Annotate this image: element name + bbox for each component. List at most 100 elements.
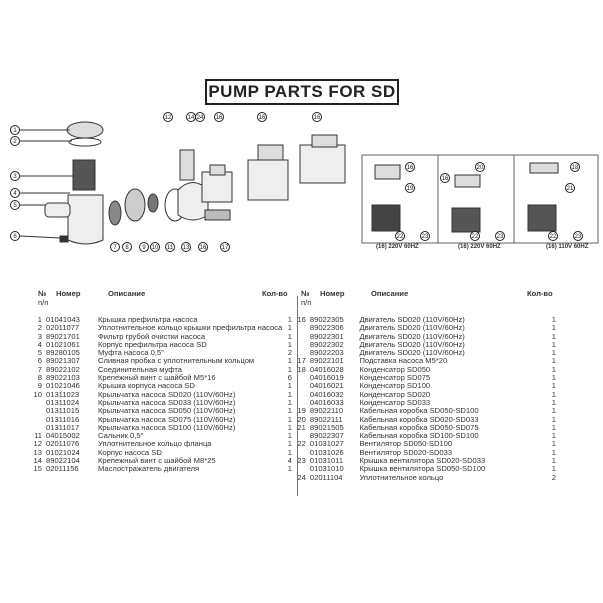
row-number: 18	[297, 364, 306, 374]
part-quantity: 1	[287, 364, 292, 374]
svg-text:12: 12	[165, 115, 172, 121]
part-quantity: 1	[287, 323, 292, 333]
part-quantity: 1	[287, 389, 292, 399]
row-number: 22	[297, 439, 306, 449]
callout-label: 14	[186, 112, 196, 122]
part-description: Крышка префильтра насоса	[98, 315, 198, 324]
part-quantity: 1	[287, 422, 292, 432]
part-quantity: 4	[287, 456, 292, 466]
part-description: Конденсатор SD020	[359, 389, 431, 399]
row-number: 1	[37, 315, 42, 324]
part-quantity: 1	[551, 406, 556, 416]
svg-text:22: 22	[550, 234, 557, 240]
part-number: 04016033	[309, 397, 344, 407]
part-description: Вентилятор SD050-SD100	[359, 439, 453, 449]
part-number: 04016028	[309, 364, 344, 374]
part-quantity: 1	[287, 431, 292, 441]
row-number: 14	[33, 456, 42, 466]
callout-label: 16	[257, 112, 267, 122]
part-description: Крыльчатка насоса SD100 (110V/60Hz)	[98, 422, 236, 432]
part-description: Кабельная коробка SD050-SD075	[359, 422, 479, 432]
callout-label: 16	[405, 162, 415, 172]
callout-label: 24	[195, 112, 205, 122]
callout-label: 16	[312, 112, 322, 122]
part-description: Уплотнительное кольцо фланца	[98, 439, 212, 449]
part-quantity: 6	[287, 373, 292, 383]
part-quantity: 1	[551, 456, 556, 466]
divider	[297, 296, 298, 496]
part-description: Фильтр грубой очистки насоса	[98, 331, 206, 341]
callout-label: 4	[10, 188, 20, 198]
part-number: 01311017	[46, 422, 80, 432]
row-number	[28, 416, 46, 424]
svg-text:7: 7	[113, 245, 117, 251]
part-quantity: 1	[287, 414, 292, 424]
part-description: Кабельная коробка SD100-SD100	[359, 431, 479, 441]
callout-label: 3	[10, 171, 20, 181]
header-code: Номер	[56, 289, 81, 298]
row-number: 7	[37, 364, 42, 374]
svg-text:4: 4	[13, 191, 17, 197]
part-quantity: 1	[551, 381, 556, 391]
part-description: Вентилятор SD020-SD033	[359, 447, 453, 457]
svg-text:8: 8	[125, 245, 129, 251]
callout-label: 1	[10, 125, 20, 135]
part-quantity: 2	[551, 472, 556, 482]
svg-text:3: 3	[13, 174, 17, 180]
callout-label: 22	[470, 231, 480, 241]
part-description: Крыльчатка насоса SD033 (110V/60Hz)	[98, 397, 236, 407]
table-row: 01311017 Крыльчатка насоса SD100 (110V/60…	[28, 422, 292, 432]
part-description: Соединительная муфта	[98, 364, 182, 374]
row-number: 5	[37, 348, 42, 358]
callout-label: 23	[495, 231, 505, 241]
part-quantity: 1	[551, 323, 556, 333]
header-qty-right: Кол-во	[527, 289, 553, 298]
part-description: Уплотнительное кольцо	[359, 472, 444, 482]
header-num-sub: п/п	[38, 298, 49, 307]
variant-caption-3: (16) 110V 60HZ	[546, 244, 589, 250]
header-desc: Описание	[108, 289, 146, 298]
svg-text:16: 16	[407, 165, 414, 171]
header-num-right: №	[301, 289, 310, 298]
part-number: 89022104	[46, 456, 80, 466]
part-quantity: 1	[551, 397, 556, 407]
part-number: 02011077	[46, 323, 80, 333]
row-number: 9	[37, 381, 42, 391]
callout-label: 8	[122, 242, 132, 252]
part-quantity: 1	[287, 339, 292, 349]
part-description: Маслостражатель двигателя	[98, 464, 200, 474]
variant-caption-2: (16) 220V 60HZ	[458, 244, 501, 250]
row-number: 13	[33, 447, 42, 457]
part-number: 02011104	[309, 472, 343, 482]
part-quantity: 1	[287, 447, 292, 457]
svg-text:23: 23	[422, 234, 429, 240]
row-number: 19	[297, 406, 306, 416]
part-quantity: 1	[287, 331, 292, 341]
svg-text:13: 13	[183, 245, 190, 251]
header-num: №	[38, 289, 47, 298]
part-description: Крепежный винт с шайбой M5*16	[98, 373, 216, 383]
header-desc-right: Описание	[371, 289, 409, 298]
row-number	[292, 341, 310, 349]
part-number: 89021505	[309, 422, 344, 432]
svg-text:2: 2	[13, 139, 17, 145]
part-number: 01041043	[46, 315, 80, 324]
svg-text:17: 17	[222, 245, 229, 251]
part-description: Двигатель SD020 (110V/60Hz)	[359, 339, 465, 349]
part-quantity: 1	[287, 315, 292, 324]
callout-label: 11	[165, 242, 175, 252]
callout-label: 16	[214, 112, 224, 122]
part-quantity: 1	[551, 447, 556, 457]
variant-caption-1: (16) 220V 60HZ	[376, 244, 419, 250]
row-number: 11	[34, 431, 42, 441]
part-number: 89022307	[309, 431, 344, 441]
